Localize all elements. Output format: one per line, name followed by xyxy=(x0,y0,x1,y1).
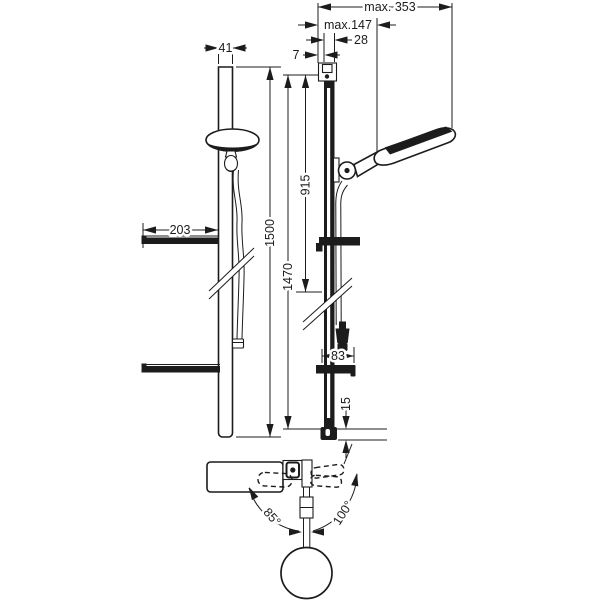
dim-fixing-1470: 1470 xyxy=(279,74,387,430)
hand-shower-side xyxy=(332,126,457,183)
holder-top-view xyxy=(282,459,313,488)
upper-shelf-side xyxy=(316,237,360,252)
top-view: 85° 100° xyxy=(206,443,361,600)
shower-head-top-view xyxy=(280,546,333,600)
dim-bar-length-1500: 1500 xyxy=(236,66,281,438)
front-view xyxy=(141,66,260,438)
dim-label-7: 7 xyxy=(293,48,300,62)
dim-shelf-width: 203 xyxy=(142,221,218,248)
dim-label-max353: max. 353 xyxy=(364,0,415,14)
dim-label-1470: 1470 xyxy=(281,263,295,291)
dim-wall-gap-7: 7 xyxy=(290,46,340,65)
wall-bar-front xyxy=(217,66,234,438)
dim-label-100deg: 100° xyxy=(330,498,356,527)
rail-top-view xyxy=(301,459,313,488)
dim-label-1500: 1500 xyxy=(263,219,277,247)
swivel-positions-dashed xyxy=(257,463,345,488)
dim-label-203: 203 xyxy=(170,223,191,237)
top-bracket-side xyxy=(317,62,338,82)
spray-face-edge xyxy=(384,126,453,155)
dim-bottom-bracket-15: 15 xyxy=(337,395,387,458)
dim-label-41: 41 xyxy=(219,41,233,55)
shower-head-front xyxy=(205,128,260,173)
dim-bar-width: 41 xyxy=(204,39,247,64)
dim-upper-915: 915 xyxy=(296,75,322,293)
dim-label-83: 83 xyxy=(331,349,345,363)
head-joint-cone xyxy=(224,150,238,158)
dim-label-28: 28 xyxy=(354,33,368,47)
hose-connector-cone xyxy=(335,321,350,351)
dim-hose-offset-83: 83 xyxy=(321,347,355,366)
side-view xyxy=(302,3,457,440)
hand-shower-top-solid xyxy=(206,461,284,493)
wall-bar-side xyxy=(324,65,335,440)
dim-label-915: 915 xyxy=(299,175,313,196)
break-symbol-front xyxy=(208,247,255,300)
dim-label-15: 15 xyxy=(339,397,353,411)
shower-hose-front xyxy=(231,169,245,349)
bottom-bracket-side xyxy=(320,427,337,440)
shower-hose-side xyxy=(335,180,350,351)
dim-max-353: max. 353 xyxy=(318,0,453,128)
dim-max-147: max.147 xyxy=(298,16,396,152)
hand-shower-top-center xyxy=(280,487,333,600)
lower-shelf-side xyxy=(316,365,356,377)
dim-label-max147: max.147 xyxy=(324,18,372,32)
upper-shelf-front xyxy=(141,235,219,244)
hose-end-fitting xyxy=(231,338,245,349)
lower-shelf-front xyxy=(141,363,220,373)
break-symbol-side xyxy=(302,277,353,331)
dim-rail-depth-28: 28 xyxy=(306,31,370,62)
